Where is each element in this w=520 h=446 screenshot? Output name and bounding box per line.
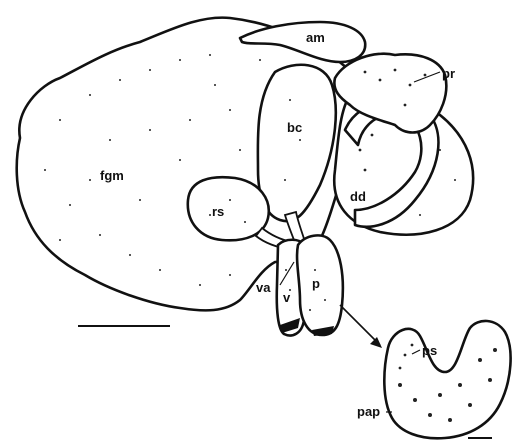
label-fgm: fgm	[100, 168, 124, 183]
inset-arrow-head	[370, 337, 382, 348]
label-dd: dd	[350, 189, 366, 204]
receptaculum-rs	[188, 177, 269, 240]
label-va: va	[256, 280, 271, 295]
label-am: am	[306, 30, 325, 45]
inset-arrow-line	[340, 305, 380, 345]
label-rs: rs	[212, 204, 224, 219]
label-v: v	[283, 290, 291, 305]
label-pap: pap	[357, 404, 380, 419]
label-bc: bc	[287, 120, 302, 135]
label-pr: pr	[442, 66, 455, 81]
label-ps: ps	[422, 343, 437, 358]
label-p: p	[312, 276, 320, 291]
